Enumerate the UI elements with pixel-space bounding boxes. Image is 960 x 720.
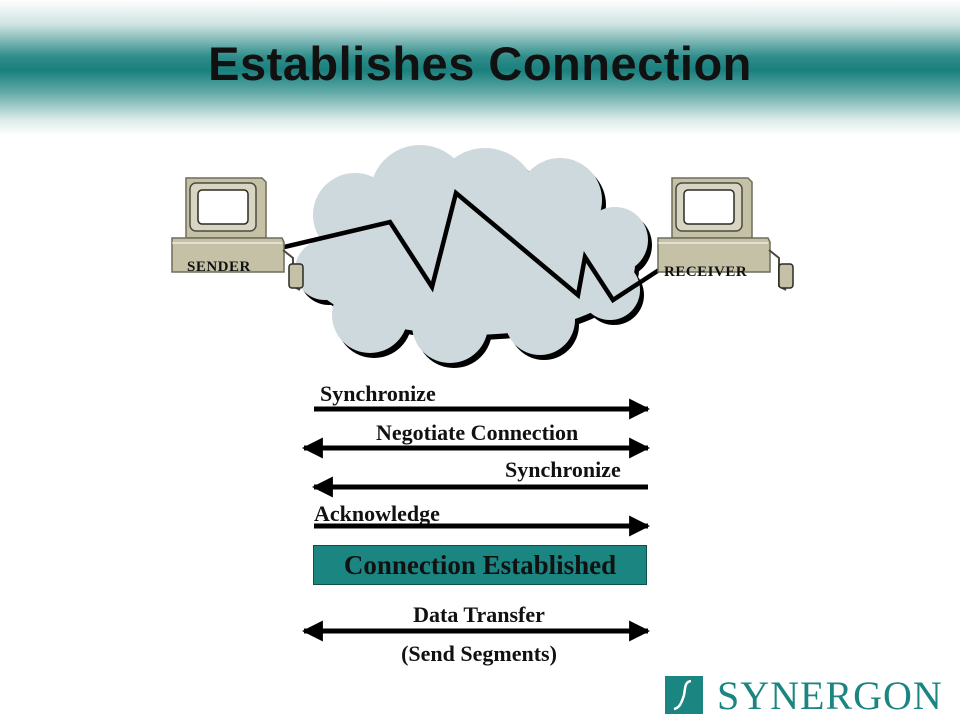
network-cloud (295, 145, 652, 368)
synergon-logo-icon (665, 676, 703, 714)
message-acknowledge: Acknowledge (314, 501, 651, 537)
message-label: Synchronize (320, 381, 436, 406)
receiver-computer-icon: RECEIVER (657, 177, 794, 291)
data-transfer: Data Transfer (Send Segments) (301, 602, 651, 666)
message-synchronize-2: Synchronize (311, 457, 648, 498)
message-negotiate: Negotiate Connection (301, 420, 651, 459)
message-label: Acknowledge (314, 501, 440, 526)
sender-computer-icon: SENDER (171, 177, 304, 291)
message-label: Synchronize (505, 457, 621, 482)
sender-label: SENDER (187, 259, 251, 275)
slide-title: Establishes Connection (208, 37, 752, 90)
network-link-line (279, 188, 664, 304)
data-transfer-label: Data Transfer (413, 602, 545, 627)
synergon-logo-text: SYNERGON (717, 673, 943, 718)
connection-established-box: Connection Established (313, 545, 647, 585)
message-label: Negotiate Connection (376, 420, 578, 445)
data-transfer-sublabel: (Send Segments) (401, 641, 557, 666)
header-band (0, 0, 960, 135)
receiver-label: RECEIVER (664, 264, 747, 280)
message-synchronize-1: Synchronize (314, 381, 651, 420)
